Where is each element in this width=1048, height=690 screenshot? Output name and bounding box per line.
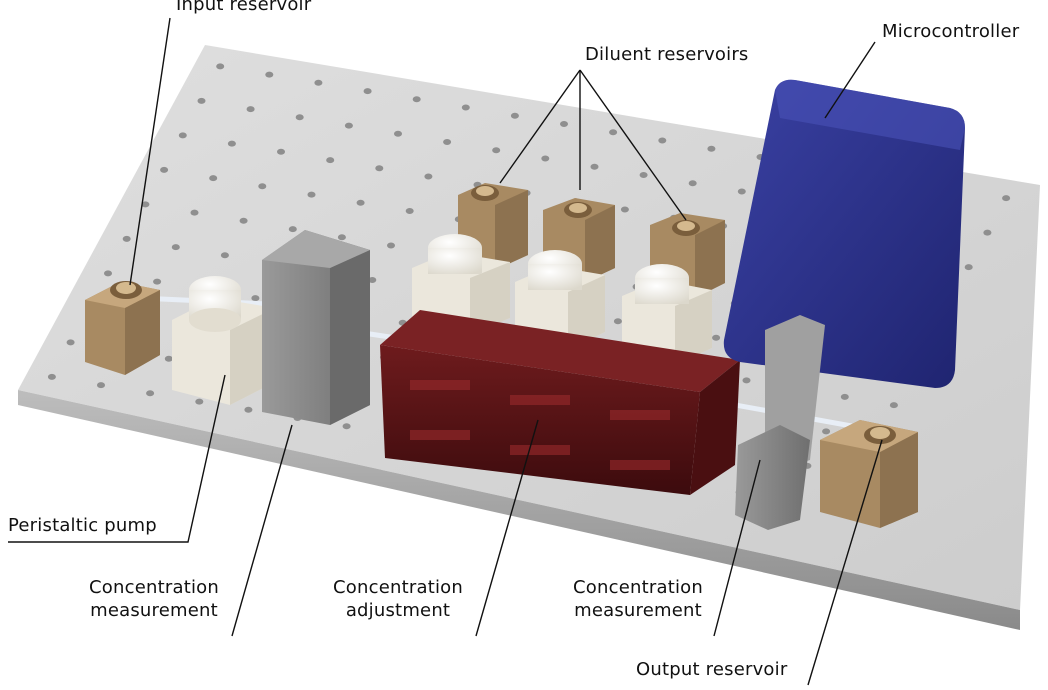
plate-hole xyxy=(983,229,992,236)
plate-hole xyxy=(344,122,353,129)
plate-hole xyxy=(337,234,346,241)
plate-hole xyxy=(195,398,204,405)
plate-hole xyxy=(244,406,253,413)
plate-hole xyxy=(443,139,452,145)
diluent-reservoir-blocks xyxy=(458,183,725,298)
plate-hole xyxy=(216,63,225,70)
plate-hole xyxy=(658,137,667,144)
plate-hole xyxy=(737,188,746,195)
plate-hole xyxy=(560,121,568,127)
plate-hole xyxy=(160,166,169,173)
label-concentration-measurement-1: Concentration measurement xyxy=(89,577,219,621)
concentration-sensor-2 xyxy=(735,315,825,530)
plate-hole xyxy=(178,132,187,139)
plate-hole xyxy=(688,180,697,187)
plate-hole xyxy=(239,217,248,224)
plate-hole xyxy=(590,163,599,170)
plate-hole xyxy=(707,145,716,152)
concentration-sensor-1 xyxy=(262,230,370,425)
plate-hole xyxy=(265,71,274,78)
plate-hole xyxy=(375,165,384,172)
plate-hole xyxy=(47,373,56,380)
plate-hole xyxy=(620,206,629,213)
label-diluent-reservoirs: Diluent reservoirs xyxy=(585,44,749,65)
concentration-adjustment-block xyxy=(380,310,740,495)
plate-hole xyxy=(541,155,550,162)
output-reservoir-block xyxy=(820,420,918,528)
plate-hole xyxy=(412,96,421,103)
plate-hole xyxy=(840,393,849,400)
plate-hole xyxy=(609,129,618,136)
plate-hole xyxy=(742,377,751,384)
plate-hole xyxy=(153,278,162,285)
label-concentration-measurement-2: Concentration measurement xyxy=(573,577,703,621)
label-output-reservoir: Output reservoir xyxy=(636,659,788,680)
plate-hole xyxy=(277,148,285,155)
label-input-reservoir: Input reservoir xyxy=(176,0,312,15)
plate-hole xyxy=(190,209,199,216)
plate-hole xyxy=(307,191,316,198)
plate-hole xyxy=(104,270,112,277)
plate-hole xyxy=(394,130,402,137)
plate-hole xyxy=(288,226,297,233)
label-peristaltic-pump: Peristaltic pump xyxy=(8,515,157,536)
plate-hole xyxy=(295,114,304,121)
plate-hole xyxy=(712,334,721,341)
leader-lines xyxy=(8,17,883,686)
label-concentration-adjustment: Concentration adjustment xyxy=(333,577,463,621)
microcontroller-box xyxy=(723,79,965,388)
plate-hole xyxy=(146,390,155,397)
plate-hole xyxy=(510,112,519,119)
input-reservoir-block xyxy=(85,281,160,375)
plate-hole xyxy=(122,235,131,242)
plate-hole xyxy=(492,147,501,154)
plate-hole xyxy=(356,199,365,206)
plate-hole xyxy=(639,172,648,178)
plate-hole xyxy=(197,97,206,104)
plate-hole xyxy=(1002,195,1011,202)
plate-hole xyxy=(97,382,105,389)
plate-hole xyxy=(964,264,973,271)
plate-hole xyxy=(387,242,395,249)
plate-hole xyxy=(461,104,470,111)
plate-hole xyxy=(220,252,229,259)
plate-hole xyxy=(326,157,335,164)
plate-hole xyxy=(405,208,414,214)
plate-hole xyxy=(141,201,150,208)
plate-hole xyxy=(227,140,236,147)
plate-hole xyxy=(613,318,622,325)
plate-hole xyxy=(822,428,831,435)
plate-hole xyxy=(246,106,255,113)
plate-hole xyxy=(363,88,372,95)
plate-hole xyxy=(368,277,377,283)
label-microcontroller: Microcontroller xyxy=(882,21,1020,42)
plate-hole xyxy=(164,355,173,362)
plate-hole xyxy=(251,295,260,302)
plate-hole xyxy=(342,423,351,430)
plate-hole xyxy=(424,173,433,180)
plate-hole xyxy=(314,79,323,86)
plate-hole xyxy=(258,183,267,190)
plate-hole xyxy=(209,175,218,182)
plate-hole xyxy=(889,402,898,409)
plate-hole xyxy=(171,244,180,251)
plate-hole xyxy=(66,339,75,346)
